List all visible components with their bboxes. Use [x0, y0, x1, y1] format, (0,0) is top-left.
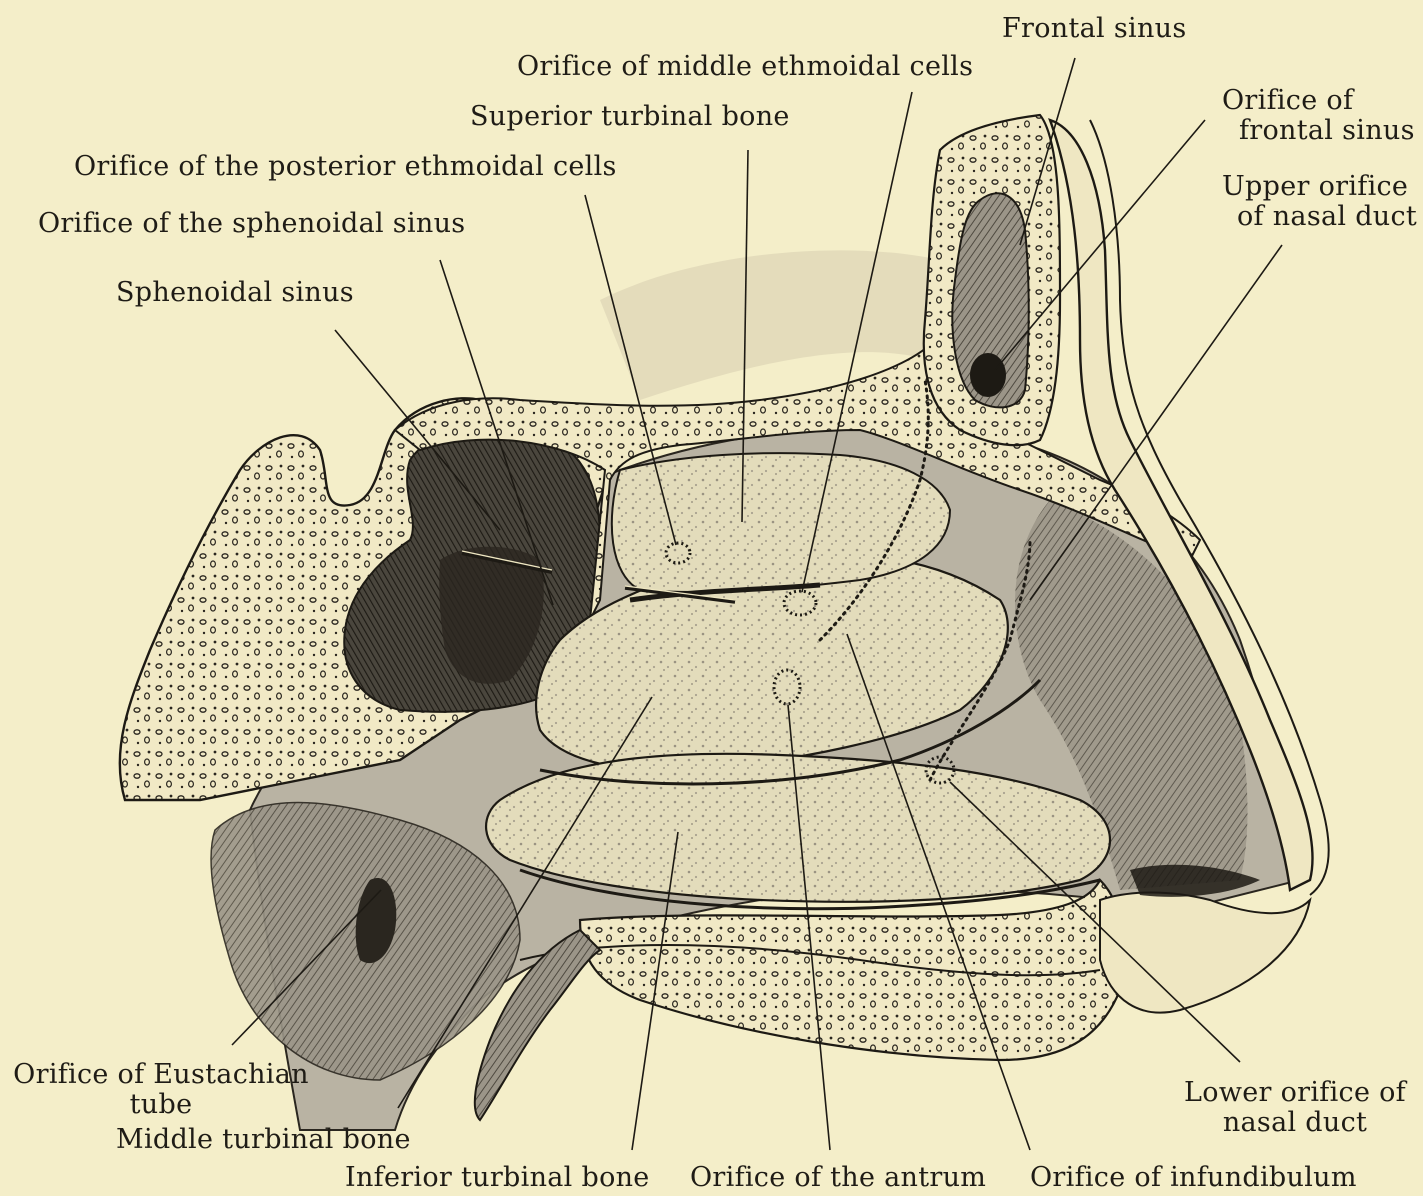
label-lower-orifice-line2: nasal duct	[1170, 1108, 1420, 1138]
label-superior-turbinal: Superior turbinal bone	[470, 102, 790, 132]
label-orifice-frontal-sinus: Orifice of frontal sinus	[1222, 86, 1415, 146]
label-lower-orifice-line1: Lower orifice of	[1170, 1078, 1420, 1108]
label-orifice-frontal-sinus-line1: Orifice of	[1222, 86, 1415, 116]
label-eustachian-line2: tube	[8, 1090, 314, 1120]
label-upper-orifice-line2: of nasal duct	[1222, 202, 1417, 232]
label-middle-turbinal: Middle turbinal bone	[116, 1125, 411, 1155]
label-upper-orifice-nasal-duct: Upper orifice of nasal duct	[1222, 172, 1417, 232]
frontal-sinus-orifice-shape	[970, 353, 1006, 397]
label-upper-orifice-line1: Upper orifice	[1222, 172, 1417, 202]
label-orifice-sphenoidal-sinus: Orifice of the sphenoidal sinus	[38, 209, 465, 239]
label-orifice-eustachian: Orifice of Eustachian tube	[8, 1060, 314, 1120]
label-eustachian-line1: Orifice of Eustachian	[8, 1060, 314, 1090]
label-orifice-posterior-ethmoidal: Orifice of the posterior ethmoidal cells	[74, 152, 617, 182]
label-orifice-frontal-sinus-line2: frontal sinus	[1222, 116, 1415, 146]
label-frontal-sinus: Frontal sinus	[1002, 14, 1186, 44]
label-sphenoidal-sinus: Sphenoidal sinus	[116, 278, 354, 308]
label-orifice-antrum: Orifice of the antrum	[690, 1163, 986, 1193]
label-lower-orifice-nasal-duct: Lower orifice of nasal duct	[1170, 1078, 1420, 1138]
label-orifice-infundibulum: Orifice of infundibulum	[1030, 1163, 1357, 1193]
label-inferior-turbinal: Inferior turbinal bone	[345, 1163, 650, 1193]
label-orifice-middle-ethmoidal: Orifice of middle ethmoidal cells	[517, 52, 973, 82]
upper-lip	[1100, 893, 1310, 1013]
